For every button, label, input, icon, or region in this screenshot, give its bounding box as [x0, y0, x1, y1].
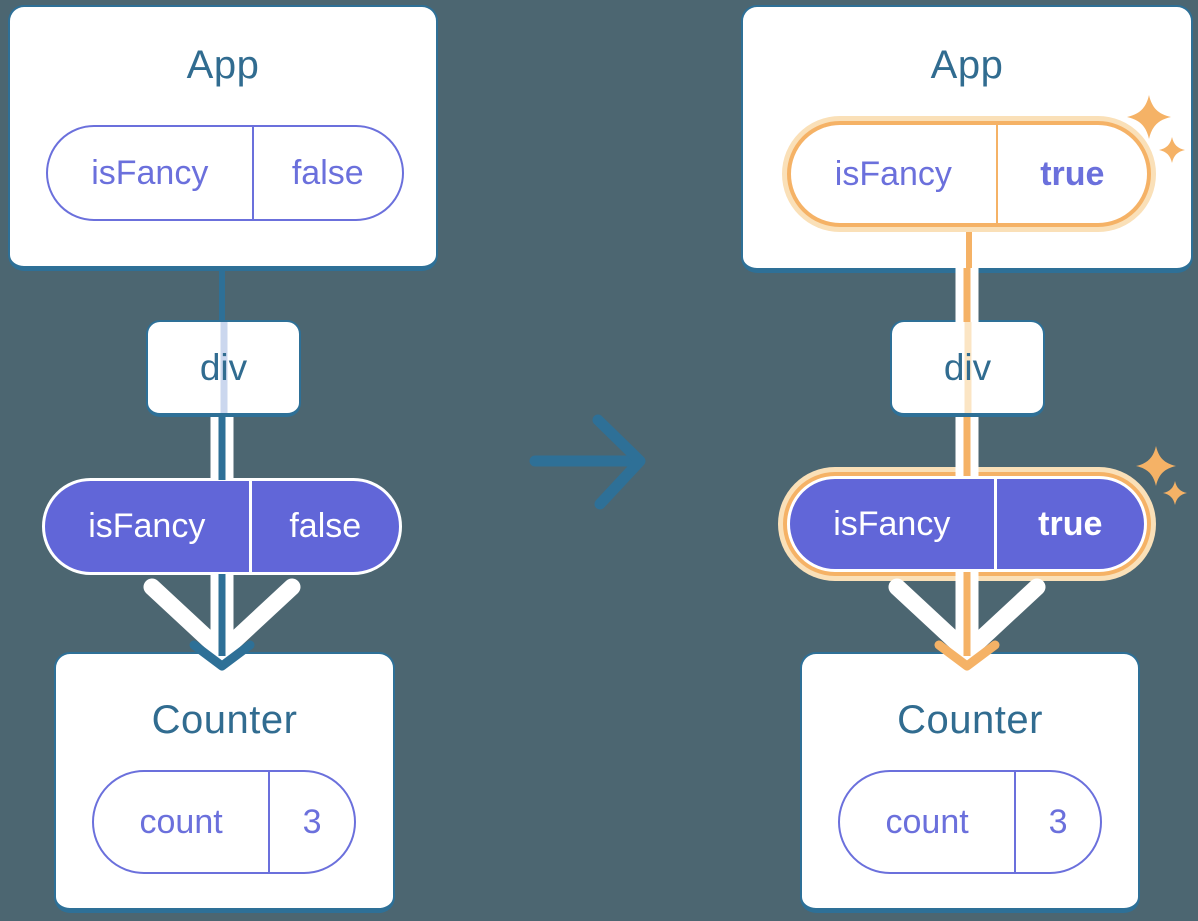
prop-value: false [251, 127, 402, 219]
prop-value: false [248, 481, 399, 572]
state-name: count [139, 802, 223, 841]
counter-state-pill-right: count 3 [838, 770, 1102, 874]
prop-pass-line [220, 322, 227, 413]
arrow-chevron-white [143, 578, 301, 661]
app-title: App [930, 43, 1004, 87]
prop-pill-right: isFancy true [787, 476, 1147, 572]
app-title: App [186, 43, 260, 87]
counter-title: Counter [151, 698, 298, 742]
prop-name: isFancy [834, 154, 952, 193]
div-label: div [199, 346, 248, 388]
app-card-right: App isFancy true [741, 5, 1193, 273]
app-props-pill-left: isFancy false [46, 125, 404, 221]
div-label: div [943, 346, 992, 388]
prop-name: isFancy [833, 504, 951, 543]
arrow-chevron-white [888, 578, 1046, 661]
transition-arrow-icon [529, 414, 646, 510]
prop-name: isFancy [91, 153, 209, 192]
sparkle-icon [1136, 446, 1187, 505]
counter-card-right: Counter count 3 [800, 652, 1140, 913]
div-box-left: div [146, 320, 301, 417]
state-name: count [885, 802, 969, 841]
app-card-left: App isFancy false [8, 5, 438, 271]
counter-state-pill-left: count 3 [92, 770, 356, 874]
counter-title: Counter [897, 698, 1043, 742]
prop-value: true [995, 125, 1147, 223]
app-props-pill-right: isFancy true [787, 121, 1151, 227]
prop-flow-line [966, 229, 972, 268]
div-box-right: div [890, 320, 1045, 417]
state-value: 3 [1014, 772, 1100, 872]
prop-name: isFancy [88, 507, 206, 545]
prop-pill-left: isFancy false [42, 478, 402, 575]
state-value: 3 [268, 772, 354, 872]
prop-pass-line [964, 322, 971, 413]
prop-value: true [993, 479, 1144, 569]
counter-card-left: Counter count 3 [54, 652, 395, 913]
